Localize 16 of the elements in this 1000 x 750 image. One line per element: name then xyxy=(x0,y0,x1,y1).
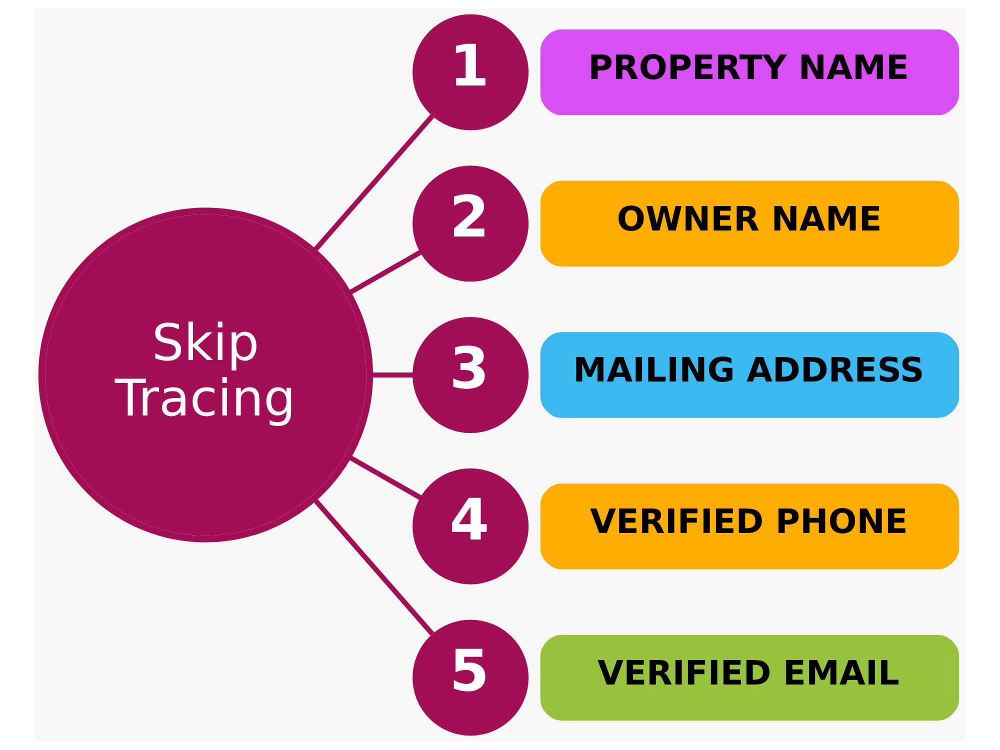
connector xyxy=(346,250,422,296)
node-box: VERIFIED EMAIL xyxy=(540,634,960,721)
node-box: PROPERTY NAME xyxy=(540,29,960,116)
connector xyxy=(312,496,434,636)
connector xyxy=(312,114,434,254)
connector xyxy=(346,454,422,500)
node-box: VERIFIED PHONE xyxy=(540,483,960,570)
connector xyxy=(370,372,414,378)
node-circle: 4 xyxy=(412,468,529,584)
node-circle: 1 xyxy=(412,14,529,130)
node-circle: 3 xyxy=(412,316,529,434)
node-circle: 2 xyxy=(412,166,529,282)
node-circle: Skip Tracing xyxy=(38,208,374,542)
node-box: MAILING ADDRESS xyxy=(540,332,960,418)
node-box: OWNER NAME xyxy=(540,180,960,267)
node-circle: 5 xyxy=(412,620,529,736)
